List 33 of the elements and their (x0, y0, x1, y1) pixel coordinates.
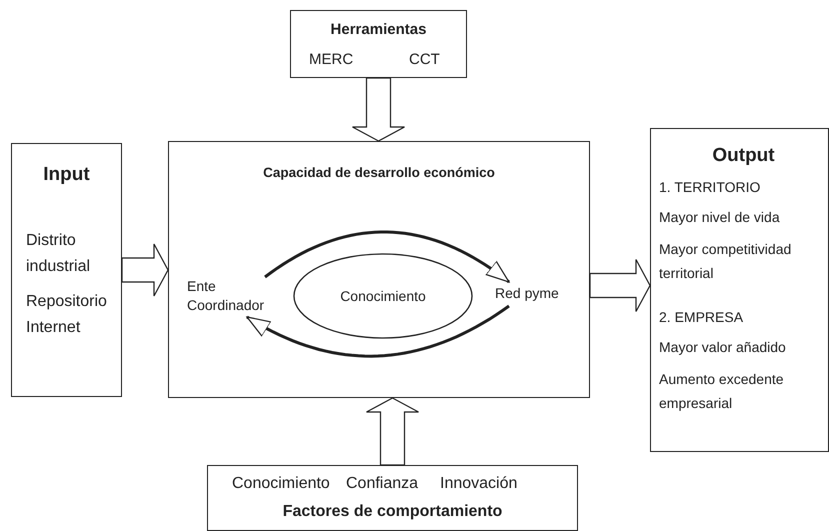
process-box (168, 141, 590, 398)
node-label: Red pyme (495, 284, 571, 304)
curved-arrow (264, 230, 510, 284)
output-item: Mayor nivel de vida (659, 208, 781, 227)
factor-label: Conocimiento (232, 474, 331, 494)
node-label: Ente Coordinador (187, 277, 279, 317)
ellipse-label: Conocimiento (339, 287, 427, 305)
block-arrow (589, 258, 651, 312)
tool-box (290, 10, 467, 78)
block-arrow (121, 243, 169, 297)
box-heading: Output (711, 145, 776, 167)
factor-label: Confianza (346, 474, 420, 494)
input-box (11, 143, 122, 397)
block-arrow (366, 397, 420, 466)
tool-label: CCT (409, 51, 441, 69)
box-heading: Factores de comportamiento (282, 502, 504, 522)
box-heading: Capacidad de desarrollo económico (262, 164, 496, 182)
output-item: Mayor competitividad territorial (659, 240, 792, 283)
tool-label: MERC (309, 51, 354, 69)
box-heading: Herramientas (330, 21, 428, 39)
input-item: Repositorio Internet (26, 292, 108, 338)
output-box (650, 128, 829, 452)
input-item: Distrito industrial (26, 231, 92, 277)
output-item: Mayor valor añadido (659, 338, 787, 357)
section-heading: 1. TERRITORIO (659, 178, 762, 197)
factor-box (207, 465, 578, 531)
concept-ellipse (293, 253, 473, 339)
factor-label: Innovación (440, 474, 518, 494)
block-arrow (352, 77, 406, 142)
section-heading: 2. EMPRESA (659, 308, 744, 327)
curved-arrow (246, 304, 510, 358)
output-item: Aumento excedente empresarial (659, 370, 785, 413)
box-heading: Input (42, 164, 91, 186)
